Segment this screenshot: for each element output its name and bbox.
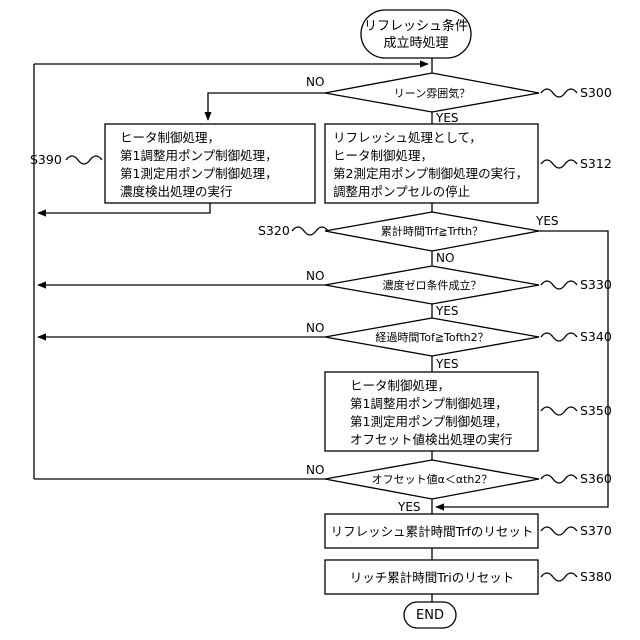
decision-s360-label: オフセット値α＜αth2？ [372,473,493,486]
process-s312-line-1: リフレッシュ処理として， [333,130,482,145]
s330-no-label: NO [306,269,324,283]
process-s350-line-1: ヒータ制御処理， [350,378,450,393]
s330-yes-label: YES [435,304,459,318]
step-s370: S370 [580,523,612,538]
s360-no-label: NO [306,463,324,477]
process-s312-line-4: 調整用ポンプセルの停止 [333,184,470,199]
process-s390-line-2: 第1調整用ポンプ制御処理， [120,148,278,163]
s340-yes-label: YES [435,357,459,371]
decision-s340-label: 経過時間Tof≧Tofth2？ [375,331,488,344]
s340-no-label: NO [306,321,324,335]
step-s300: S300 [580,85,612,100]
process-s350-line-3: 第1測定用ポンプ制御処理， [350,414,508,429]
s300-yes-label: YES [435,111,459,125]
process-s350-line-4: オフセット値検出処理の実行 [350,432,513,447]
step-s320: S320 [258,223,290,238]
s300-no-label: NO [306,75,324,89]
s360-yes-label: YES [397,500,421,514]
decision-s300-label: リーン雰囲気？ [394,86,470,100]
start-line-2: 成立時処理 [383,36,448,51]
s320-yes-label: YES [535,214,559,228]
step-s390: S390 [30,152,62,167]
step-s360: S360 [580,471,612,486]
start-line-1: リフレッシュ条件 [364,18,468,34]
step-s340: S340 [580,329,612,344]
end-label: END [416,608,444,623]
step-s380: S380 [580,569,612,584]
decision-s320-label: 累計時間Trf≧Trfth？ [381,224,483,238]
process-s380-line-1: リッチ累計時間Triのリセット [350,570,514,585]
step-s330: S330 [580,277,612,292]
step-s312: S312 [580,156,612,171]
process-s312-line-2: ヒータ制御処理， [333,148,433,163]
process-s370-line-1: リフレッシュ累計時間Trfのリセット [331,524,534,539]
step-s350: S350 [580,403,612,418]
process-s350-line-2: 第1調整用ポンプ制御処理， [350,396,508,411]
s320-no-label: NO [436,251,454,265]
decision-s330-label: 濃度ゼロ条件成立？ [383,278,482,292]
process-s390-line-1: ヒータ制御処理， [120,130,220,145]
process-s312-line-3: 第2測定用ポンプ制御処理の実行， [333,166,528,181]
process-s390-line-3: 第1測定用ポンプ制御処理， [120,166,278,181]
process-s390-line-4: 濃度検出処理の実行 [120,184,233,199]
